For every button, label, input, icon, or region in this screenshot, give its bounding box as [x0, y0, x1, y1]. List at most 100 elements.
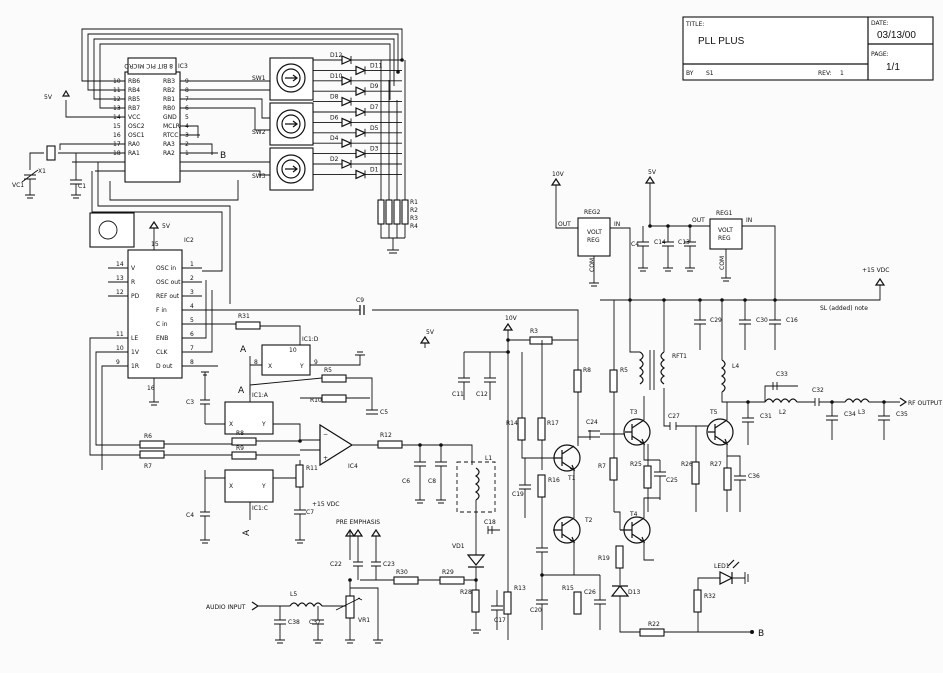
ic1a-y: Y [261, 421, 266, 428]
net-b-label-out: B [758, 629, 764, 639]
r1-label: R1 [410, 199, 418, 206]
r8-label: R8 [583, 367, 591, 374]
c26-label: C26 [584, 589, 596, 596]
diode-label: D12 [330, 52, 342, 59]
reg2-line2: REG [587, 237, 600, 244]
diode-symbol [341, 55, 353, 65]
audio-input-label: AUDIO INPUT [206, 604, 246, 611]
diode-symbol [341, 75, 353, 86]
c32-label: C32 [812, 387, 824, 394]
c33-label: C33 [776, 371, 788, 378]
ic3-pin-number: 4 [185, 123, 189, 130]
c29-label: C29 [710, 317, 722, 324]
diode-label: D5 [370, 125, 379, 132]
sw1-label: SW1 [252, 75, 266, 82]
c13-label: C13 [678, 239, 690, 246]
ic1d-pin8: 8 [254, 359, 258, 366]
ic3-pin-number: 18 [113, 150, 121, 157]
diode-symbol [355, 107, 367, 117]
c18-label: C18 [484, 519, 496, 526]
amplifier-stage: T3 T5 T4 R5 R7 R25 C25 RFT1 C27 R26 R27 … [584, 300, 798, 639]
diode-symbol [355, 169, 367, 180]
ic3-name: 8 BIT PIC MICRO [124, 62, 173, 69]
ic2-pin-number: 2 [190, 275, 194, 282]
ic3-pin-label: RB1 [163, 96, 175, 103]
ic4-plus: + [323, 455, 328, 462]
page-value: 1/1 [886, 62, 900, 73]
c38-label: C38 [288, 619, 300, 626]
ic1c-ref: IC1:C [252, 505, 268, 512]
sw1[interactable]: SW1 [252, 57, 314, 101]
date-value: 03/13/00 [877, 30, 916, 41]
ic2-pin-number: 6 [190, 331, 194, 338]
ic1c-section: IC1:C X Y C4 A [186, 460, 301, 544]
r31-label: R31 [238, 313, 250, 320]
ic3-pin-label: OSC2 [128, 123, 145, 130]
t3-transistor [623, 418, 651, 446]
reg1-box [709, 218, 743, 250]
reg2-supply-label: 10V [552, 171, 565, 178]
reg2-ref: REG2 [584, 209, 601, 216]
ic1a-ref: IC1:A [252, 392, 269, 399]
net-a-label-top: A [240, 345, 247, 355]
c9-label: C9 [356, 297, 364, 304]
reg1-out: OUT [692, 217, 705, 224]
ic3-pin-label: RB3 [163, 78, 175, 85]
diode-symbol [341, 96, 353, 107]
diode-label: D3 [370, 146, 379, 153]
c7-label: C7 [306, 509, 314, 516]
l5-label: L5 [290, 591, 297, 598]
r14-label: R14 [506, 420, 518, 427]
r9-label: R9 [236, 445, 244, 452]
ic3-pin-label: RA3 [163, 141, 175, 148]
ic2-pin15: 15 [151, 241, 159, 248]
r19-label: R19 [598, 555, 610, 562]
r11-label: R11 [306, 465, 318, 472]
p15-label: +15 VDC [862, 267, 889, 274]
handwritten-note: SL (added) note [820, 305, 868, 312]
v5-label-ic3: 5V [44, 94, 53, 101]
output-filter: C31 L2 C33 C32 C34 L3 C35 RF OUTPUT [727, 371, 942, 445]
modulator-section: R12 C6 C8 L1 C18 [372, 432, 500, 534]
ic3-pin-label: VCC [128, 114, 140, 121]
rf-output-label: RF OUTPUT [908, 400, 942, 407]
x1-label: X1 [38, 168, 46, 175]
a-pin-ic1c: A [242, 529, 252, 536]
diode-label: D1 [370, 166, 379, 173]
p15-label-ic4: +15 VDC [312, 501, 339, 508]
r5-label: R5 [324, 367, 332, 374]
ic1d-ref: IC1:D [302, 336, 319, 343]
ic3-pin-number: 13 [113, 105, 121, 112]
vr1-label: VR1 [358, 617, 370, 624]
ic1d-y: Y [299, 363, 304, 370]
ic3-pin-number: 14 [113, 114, 121, 121]
ic3-pin-number: 1 [185, 150, 189, 157]
ic4-ref: IC4 [348, 463, 358, 470]
vd1-label: VD1 [452, 543, 465, 550]
reg1-com: COM [719, 256, 726, 270]
ic2-pin-number: 14 [116, 261, 124, 268]
ic3-pin-label: RB5 [128, 96, 140, 103]
c5-label: C5 [380, 409, 388, 416]
switch-group: SW1 SW2 SW3 [252, 57, 314, 191]
ic2-pin16: 16 [147, 385, 155, 392]
ic3-pin-label: RA0 [128, 141, 140, 148]
sw2[interactable]: SW2 [252, 102, 314, 146]
reg2-line1: VOLT [587, 229, 602, 236]
t3-label: T3 [629, 409, 638, 416]
c6-label: C6 [402, 478, 410, 485]
ic3-pin-number: 12 [113, 96, 121, 103]
reg1-line1: VOLT [718, 227, 733, 234]
ic3-pin-number: 11 [113, 87, 121, 94]
reg2-out: OUT [558, 221, 571, 228]
led1-label: LED1 [714, 563, 730, 570]
c31-label: C31 [760, 413, 772, 420]
power-supply: 10V REG2 VOLT REG OUT IN COM 5V REG1 VOL… [550, 169, 889, 312]
r5b-label: R5 [620, 367, 628, 374]
bus-wires [65, 28, 403, 118]
sw3[interactable]: SW3 [252, 147, 314, 191]
c3-label: C3 [186, 399, 194, 406]
